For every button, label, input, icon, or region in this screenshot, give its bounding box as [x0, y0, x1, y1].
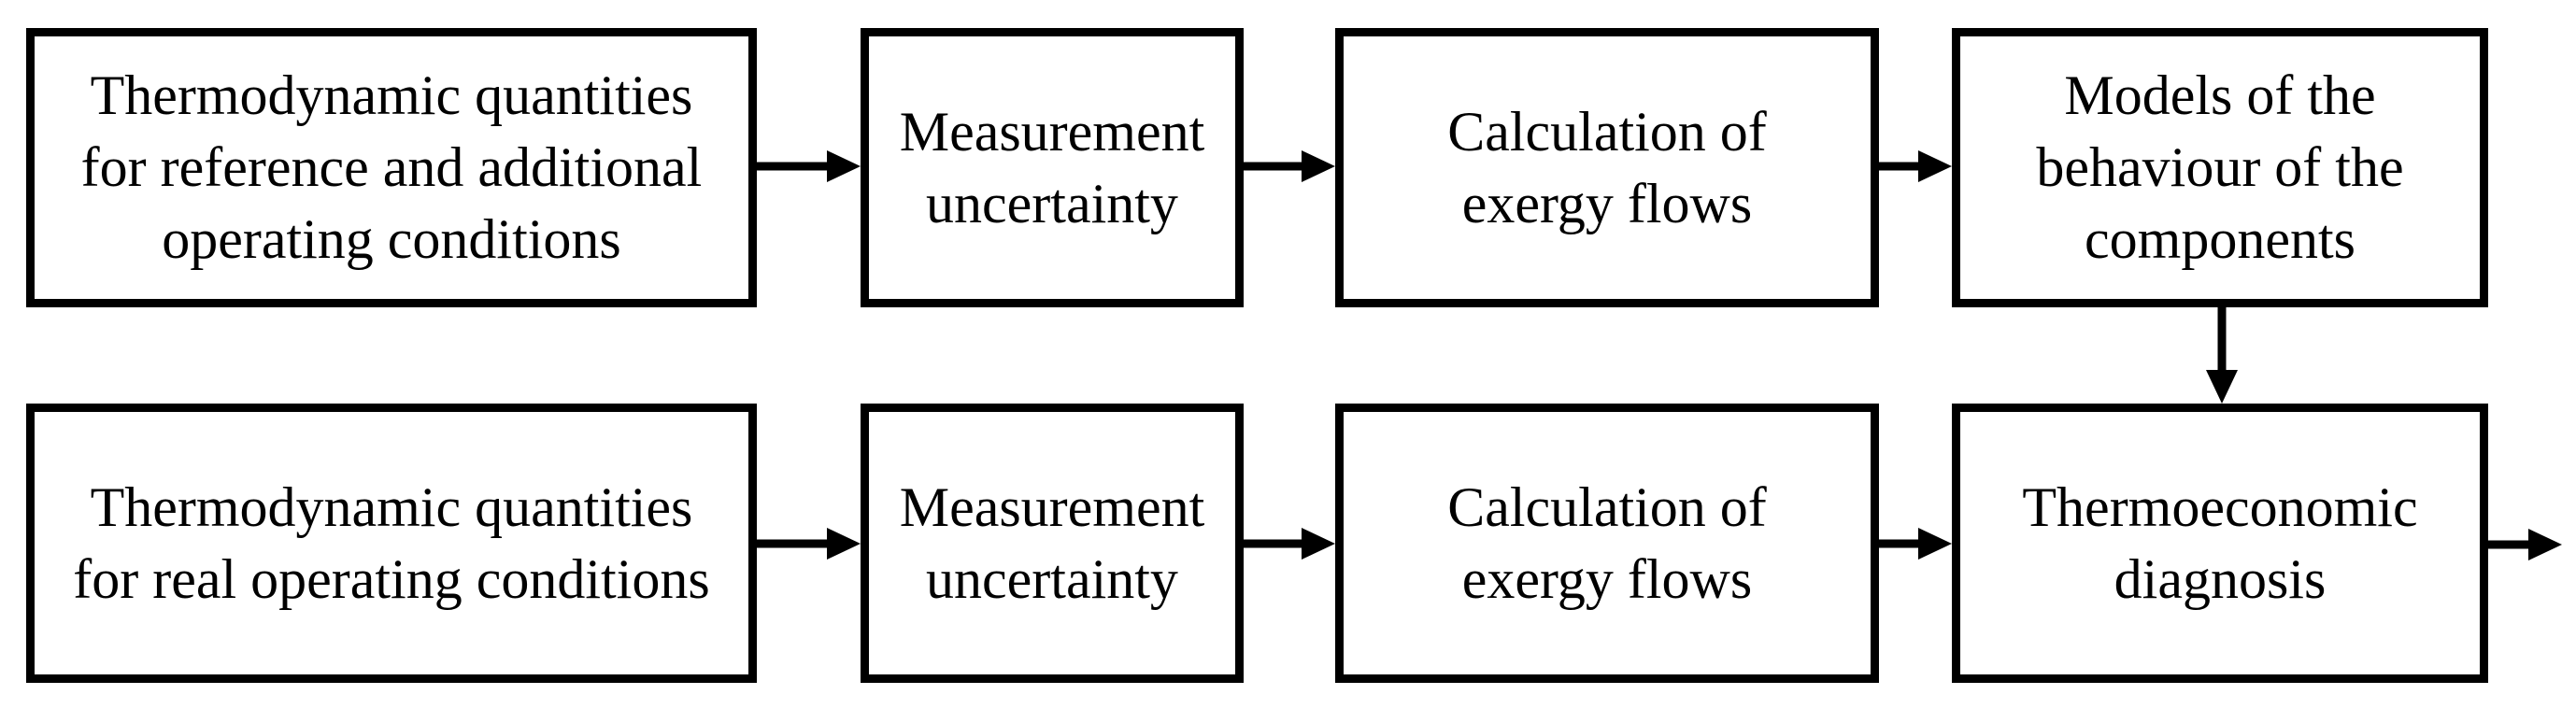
box-reference-thermodynamic-quantities: Thermodynamic quantities for reference a…: [26, 28, 757, 307]
box-models-behaviour-components-label: Models of the behaviour of the component…: [2036, 64, 2404, 270]
box-thermoeconomic-diagnosis: Thermoeconomic diagnosis: [1952, 404, 2488, 683]
arrow-models-to-diagnosis: [2206, 305, 2238, 404]
box-thermoeconomic-diagnosis-label: Thermoeconomic diagnosis: [2022, 475, 2418, 610]
arrow-uncertainty-to-exergy-top: [1240, 150, 1335, 182]
box-measurement-uncertainty-top: Measurement uncertainty: [861, 28, 1244, 307]
arrow-exergy-to-diagnosis: [1875, 528, 1952, 560]
box-models-behaviour-components: Models of the behaviour of the component…: [1952, 28, 2488, 307]
box-calculation-exergy-flows-top: Calculation of exergy flows: [1335, 28, 1879, 307]
box-real-thermodynamic-quantities-label: Thermodynamic quantities for real operat…: [73, 475, 710, 610]
box-calculation-exergy-flows-bottom: Calculation of exergy flows: [1335, 404, 1879, 683]
arrow-reference-to-uncertainty: [753, 150, 861, 182]
arrow-uncertainty-to-exergy-bottom: [1240, 528, 1335, 560]
arrow-real-to-uncertainty: [753, 528, 861, 560]
box-calculation-exergy-flows-top-label: Calculation of exergy flows: [1447, 100, 1767, 234]
box-measurement-uncertainty-top-label: Measurement uncertainty: [899, 100, 1205, 234]
box-reference-thermodynamic-quantities-label: Thermodynamic quantities for reference a…: [80, 64, 703, 270]
box-calculation-exergy-flows-bottom-label: Calculation of exergy flows: [1447, 475, 1767, 610]
arrow-exergy-to-models: [1875, 150, 1952, 182]
box-measurement-uncertainty-bottom: Measurement uncertainty: [861, 404, 1244, 683]
box-measurement-uncertainty-bottom-label: Measurement uncertainty: [899, 475, 1205, 610]
box-real-thermodynamic-quantities: Thermodynamic quantities for real operat…: [26, 404, 757, 683]
arrow-diagnosis-output: [2484, 529, 2562, 560]
